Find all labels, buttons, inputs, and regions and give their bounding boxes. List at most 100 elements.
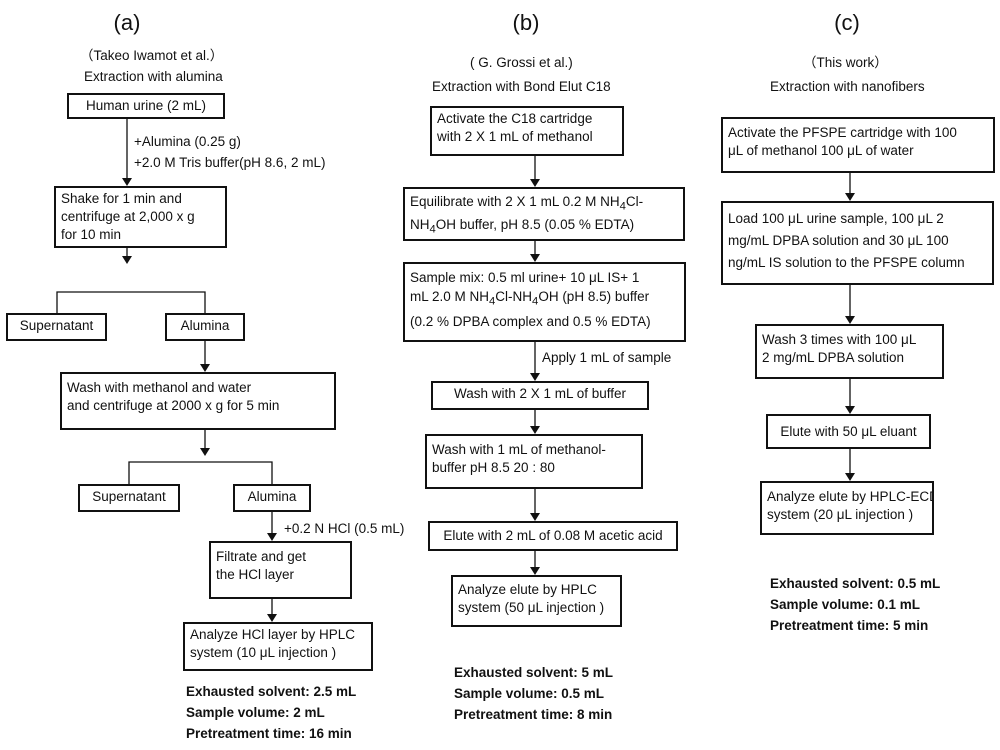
step-wash-line: Wash with methanol and water <box>67 380 252 395</box>
step-filtrate-line: the HCl layer <box>216 567 295 582</box>
stat-exhausted-solvent: Exhausted solvent: 0.5 mL <box>770 576 941 591</box>
step-wash-line: and centrifuge at 2000 x g for 5 min <box>67 398 280 413</box>
stat-sample-volume: Sample volume: 2 mL <box>186 705 325 720</box>
step-analyze-line: Analyze elute by HPLC <box>458 582 597 597</box>
reagent-alumina: +Alumina (0.25 g) <box>134 134 241 149</box>
arrowhead <box>530 426 540 434</box>
panel-c-author: （This work） <box>803 55 888 70</box>
panel-c-letter: (c) <box>834 10 860 35</box>
text-run: Equilibrate with 2 X 1 mL 0.2 M NH <box>410 194 620 209</box>
alumina-1: Alumina <box>165 313 245 341</box>
step-analyze-line: system (10 μL injection ) <box>190 645 337 660</box>
panel-c-subtitle: Extraction with nanofibers <box>770 79 925 94</box>
subscript: 4 <box>532 295 539 308</box>
step-load-line: mg/mL DPBA solution and 30 μL 100 <box>728 233 949 248</box>
text-run: OH (pH 8.5) buffer <box>538 289 650 304</box>
panel-b-author: ( G. Grossi et al.) <box>470 55 573 70</box>
step-shake-line: centrifuge at 2,000 x g <box>61 209 195 224</box>
step-activate-line: Activate the C18 cartridge <box>437 111 593 126</box>
text-run: NH <box>410 216 430 232</box>
split-bracket-1 <box>56 291 206 313</box>
stat-sample-volume: Sample volume: 0.5 mL <box>454 686 605 701</box>
step-sample-mix: Sample mix: 0.5 ml urine+ 10 μL IS+ 1 mL… <box>403 262 686 342</box>
step-elute-acetic-acid: Elute with 2 mL of 0.08 M acetic acid <box>428 521 678 551</box>
step-activate-line: Activate the PFSPE cartridge with 100 <box>728 125 957 140</box>
arrowhead <box>122 256 132 264</box>
subscript: 4 <box>489 295 496 308</box>
arrowhead <box>530 513 540 521</box>
panel-a-subtitle: Extraction with alumina <box>84 69 223 84</box>
step-load-sample: Load 100 μL urine sample, 100 μL 2 mg/mL… <box>721 201 994 285</box>
text-run: Cl- <box>625 194 644 209</box>
step-equilibrate: Equilibrate with 2 X 1 mL 0.2 M NH4Cl- N… <box>403 187 685 241</box>
step-wash-line: buffer pH 8.5 20 : 80 <box>432 460 555 475</box>
text-run: mL 2.0 M NH <box>410 289 490 304</box>
arrowhead <box>530 254 540 262</box>
arrowhead <box>845 193 855 201</box>
arrowhead <box>200 364 210 372</box>
step-activate-pfspe: Activate the PFSPE cartridge with 100 μL… <box>721 117 995 173</box>
arrowhead <box>200 448 210 456</box>
step-wash-line: 2 mg/mL DPBA solution <box>762 350 905 365</box>
step-analyze-hplc-ecd: Analyze elute by HPLC-ECD system (20 μL … <box>760 481 934 535</box>
alumina-2: Alumina <box>233 484 311 512</box>
panel-b-subtitle: Extraction with Bond Elut C18 <box>432 79 611 94</box>
step-analyze-line: system (50 μL injection ) <box>458 600 605 615</box>
step-activate-line: with 2 X 1 mL of methanol <box>437 129 593 144</box>
supernatant-1: Supernatant <box>6 313 107 341</box>
step-wash-methanol-water: Wash with methanol and water and centrif… <box>60 372 336 430</box>
text-run: OH buffer, pH 8.5 (0.05 % EDTA) <box>435 216 635 232</box>
step-shake-line: Shake for 1 min and <box>61 191 182 206</box>
step-mix-line: mL 2.0 M NH4Cl-NH4OH (pH 8.5) buffer <box>410 287 679 312</box>
split-bracket-2 <box>128 461 273 484</box>
step-human-urine: Human urine (2 mL) <box>67 93 225 119</box>
step-wash-buffer: Wash with 2 X 1 mL of buffer <box>431 381 649 410</box>
step-activate-line: μL of methanol 100 μL of water <box>728 143 914 158</box>
stat-exhausted-solvent: Exhausted solvent: 5 mL <box>454 665 614 680</box>
step-load-line: Load 100 μL urine sample, 100 μL 2 <box>728 211 944 226</box>
arrowhead <box>267 533 277 541</box>
apply-sample-label: Apply 1 mL of sample <box>542 350 672 365</box>
step-elute-eluant: Elute with 50 μL eluant <box>766 414 931 449</box>
reagent-tris-buffer: +2.0 M Tris buffer(pH 8.6, 2 mL) <box>134 155 326 170</box>
stat-sample-volume: Sample volume: 0.1 mL <box>770 597 921 612</box>
panel-a-author: （Takeo Iwamot et al.） <box>80 48 224 63</box>
step-shake-centrifuge: Shake for 1 min and centrifuge at 2,000 … <box>54 186 227 248</box>
subscript: 4 <box>429 223 436 236</box>
step-activate-c18: Activate the C18 cartridge with 2 X 1 mL… <box>430 106 624 156</box>
step-analyze-line: system (20 μL injection ) <box>767 507 914 522</box>
text-run: Cl-NH <box>495 289 533 304</box>
step-filtrate: Filtrate and get the HCl layer <box>209 541 352 599</box>
arrowhead <box>845 406 855 414</box>
arrowhead <box>530 567 540 575</box>
step-analyze-line: Analyze elute by HPLC-ECD <box>767 489 934 504</box>
step-wash-dpba: Wash 3 times with 100 μL 2 mg/mL DPBA so… <box>755 324 944 379</box>
panel-c-stats: Exhausted solvent: 0.5 mL Sample volume:… <box>770 573 940 636</box>
reagent-hcl: +0.2 N HCl (0.5 mL) <box>284 521 405 536</box>
arrowhead <box>267 614 277 622</box>
stat-pretreatment-time: Pretreatment time: 5 min <box>770 618 929 633</box>
stat-pretreatment-time: Pretreatment time: 8 min <box>454 707 613 722</box>
step-mix-line: Sample mix: 0.5 ml urine+ 10 μL IS+ 1 <box>410 270 640 285</box>
panel-b-stats: Exhausted solvent: 5 mL Sample volume: 0… <box>454 662 613 725</box>
step-wash-methanol-buffer: Wash with 1 mL of methanol- buffer pH 8.… <box>425 434 643 489</box>
step-analyze-hcl: Analyze HCl layer by HPLC system (10 μL … <box>183 622 373 671</box>
step-equilibrate-line: NH4OH buffer, pH 8.5 (0.05 % EDTA) <box>410 216 678 239</box>
step-equilibrate-line: Equilibrate with 2 X 1 mL 0.2 M NH4Cl- <box>410 193 678 216</box>
step-mix-line: (0.2 % DPBA complex and 0.5 % EDTA) <box>410 313 651 329</box>
step-filtrate-line: Filtrate and get <box>216 549 307 564</box>
supernatant-2: Supernatant <box>78 484 180 512</box>
panel-a-stats: Exhausted solvent: 2.5 mL Sample volume:… <box>186 681 356 744</box>
step-analyze-hplc: Analyze elute by HPLC system (50 μL inje… <box>451 575 622 627</box>
panel-a-letter: (a) <box>113 10 141 35</box>
step-analyze-line: Analyze HCl layer by HPLC <box>190 627 356 642</box>
step-load-line: ng/mL IS solution to the PFSPE column <box>728 255 965 270</box>
arrowhead <box>530 373 540 381</box>
arrowhead <box>122 178 132 186</box>
subscript: 4 <box>619 200 626 213</box>
arrowhead <box>845 473 855 481</box>
panel-b-letter: (b) <box>512 10 540 35</box>
stat-exhausted-solvent: Exhausted solvent: 2.5 mL <box>186 684 357 699</box>
arrowhead <box>530 179 540 187</box>
